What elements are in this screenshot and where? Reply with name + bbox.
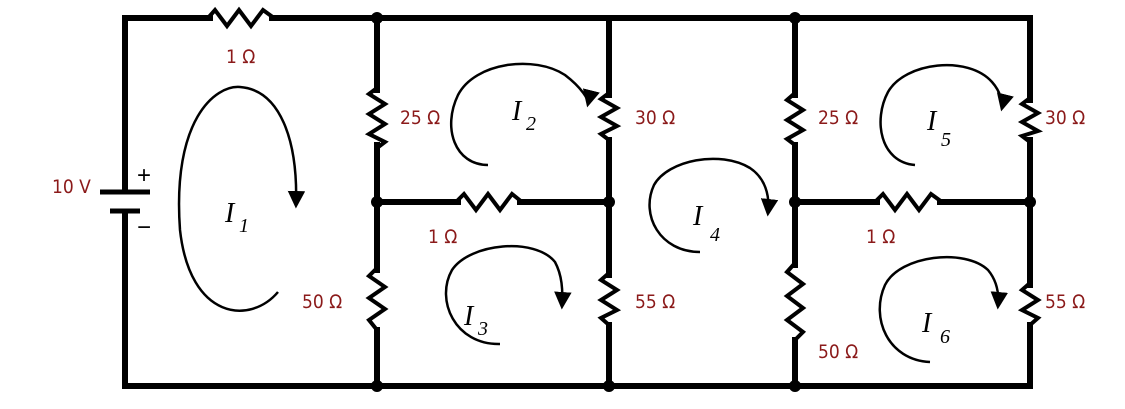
current-subscript: 6 xyxy=(940,326,950,348)
resistor-30ohm-left xyxy=(596,91,622,142)
node xyxy=(603,196,615,208)
node xyxy=(789,196,801,208)
junctions xyxy=(371,12,1036,392)
mesh-arrow-i4 xyxy=(648,157,779,254)
node xyxy=(603,380,615,392)
resistor-labels: 1 Ω 25 Ω 30 Ω 1 Ω 50 Ω 55 Ω 25 Ω 30 Ω 1 … xyxy=(226,46,1085,363)
resistor-top-1ohm xyxy=(206,6,276,30)
node xyxy=(371,196,383,208)
current-label-i5: I 5 xyxy=(926,106,951,151)
mesh-arrow-i6 xyxy=(878,255,1008,364)
current-symbol: I xyxy=(926,106,938,137)
mesh-arrow-i2 xyxy=(449,62,600,167)
resistors xyxy=(206,6,1044,342)
current-symbol: I xyxy=(224,198,236,229)
current-label-i3: I 3 xyxy=(463,301,488,340)
current-symbol: I xyxy=(692,201,704,232)
current-symbol: I xyxy=(463,301,475,332)
source-labels: 10 V + − xyxy=(52,162,151,241)
mesh-arrow-i1 xyxy=(177,85,306,312)
current-labels: I 1 I 2 I 3 I 4 I 5 I 6 xyxy=(224,96,951,348)
current-label-i6: I 6 xyxy=(921,308,950,348)
mesh-arrow-i5 xyxy=(879,63,1014,167)
resistor-1ohm-mid-left xyxy=(454,190,524,214)
node xyxy=(1024,196,1036,208)
node xyxy=(789,12,801,24)
resistor-25ohm-right xyxy=(783,91,807,147)
label-50ohm-left: 50 Ω xyxy=(302,291,342,313)
resistor-55ohm-right xyxy=(1017,281,1042,327)
resistor-50ohm-left xyxy=(365,266,389,332)
label-1ohm-mid-left: 1 Ω xyxy=(428,226,457,248)
current-label-i2: I 2 xyxy=(511,96,536,135)
battery xyxy=(100,189,150,214)
label-30ohm-right: 30 Ω xyxy=(1045,107,1085,129)
wires xyxy=(122,15,1033,389)
label-minus: − xyxy=(137,214,151,241)
label-1ohm-mid-right: 1 Ω xyxy=(866,226,895,248)
resistor-25ohm-left xyxy=(364,86,389,150)
current-label-i4: I 4 xyxy=(692,201,720,246)
label-plus: + xyxy=(137,162,151,189)
mesh-arrow-i3 xyxy=(444,244,572,346)
label-10v: 10 V xyxy=(52,176,91,198)
resistor-55ohm-left xyxy=(597,271,622,327)
resistor-1ohm-mid-right xyxy=(873,190,944,214)
current-subscript: 1 xyxy=(239,215,249,237)
current-subscript: 3 xyxy=(477,318,488,340)
current-subscript: 2 xyxy=(526,113,536,135)
mesh-arrows xyxy=(177,62,1014,364)
label-55ohm-left: 55 Ω xyxy=(635,291,675,313)
label-50ohm-right: 50 Ω xyxy=(818,341,858,363)
resistor-50ohm-right xyxy=(783,261,807,342)
current-label-i1: I 1 xyxy=(224,198,249,237)
node xyxy=(789,380,801,392)
label-30ohm-left: 30 Ω xyxy=(635,107,675,129)
label-25ohm-left: 25 Ω xyxy=(400,107,440,129)
current-symbol: I xyxy=(921,308,933,339)
current-subscript: 5 xyxy=(941,129,951,151)
node xyxy=(371,380,383,392)
current-symbol: I xyxy=(511,96,523,127)
node xyxy=(371,12,383,24)
current-subscript: 4 xyxy=(710,224,720,246)
label-55ohm-right: 55 Ω xyxy=(1045,291,1085,313)
label-25ohm-right: 25 Ω xyxy=(818,107,858,129)
resistor-30ohm-right xyxy=(1017,96,1044,144)
label-top-1ohm: 1 Ω xyxy=(226,46,255,68)
